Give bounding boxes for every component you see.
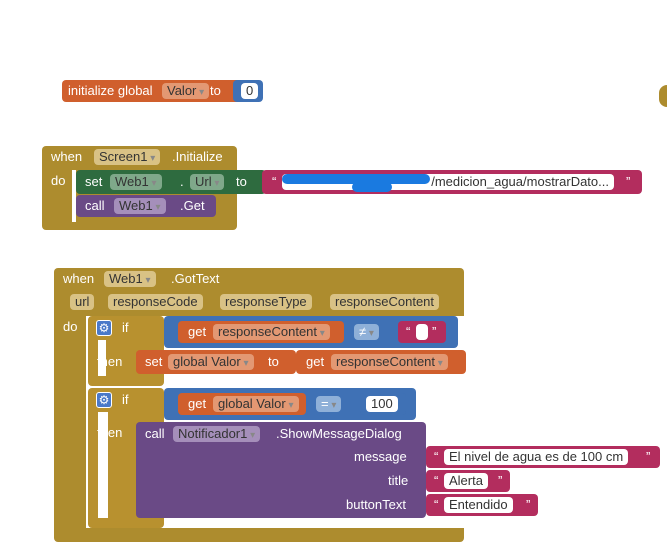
then-slot [98,340,106,376]
do-slot [72,170,76,222]
buttontext-text-field[interactable]: Entendido [444,497,513,513]
quote-close: ” [498,473,503,488]
operator-dropdown[interactable]: = [316,396,342,412]
quote-close: ” [526,497,531,512]
number-block[interactable]: 100 [360,393,406,415]
param-responsetype[interactable]: responseType [220,294,312,310]
set-label: set [85,174,103,189]
redaction-mark [282,174,430,184]
quote-open: “ [406,324,411,339]
quote-open: “ [434,449,439,464]
event-name: .GotText [171,271,220,286]
call-label: call [145,426,165,441]
arg-label-message: message [354,449,407,464]
redaction-mark [352,182,392,192]
show-message-dialog-block[interactable]: call Notificador1 .ShowMessageDialog mes… [136,422,426,518]
quote-close: ” [646,449,651,464]
then-slot [98,412,108,518]
gottext-component-dropdown[interactable]: Web1 [104,271,156,287]
init-to-label: to [210,83,221,98]
title-text-block[interactable]: “ Alerta ” [426,470,510,492]
empty-text-block[interactable]: “ ” [398,321,446,343]
set-to-label: to [268,354,279,369]
get-label: get [188,324,207,339]
event-name: .Initialize [172,149,223,164]
call-component-dropdown[interactable]: Web1 [114,198,166,214]
quote-open: “ [434,497,439,512]
param-responsecode[interactable]: responseCode [108,294,203,310]
when-label: when [51,149,83,164]
set-var-dropdown[interactable]: global Valor [168,354,254,370]
operator-dropdown[interactable]: ≠ [354,324,379,340]
property-dropdown[interactable]: Url [190,174,225,190]
do-label: do [63,319,78,334]
screen-component-dropdown[interactable]: Screen1 [94,149,161,165]
quote-open: “ [272,174,277,189]
arg-label-title: title [388,473,409,488]
get-global-valor-block[interactable]: get global Valor [178,393,306,415]
get-var-dropdown[interactable]: responseContent [213,324,330,340]
buttontext-text-block[interactable]: “ Entendido ” [426,494,538,516]
param-url[interactable]: url [70,294,95,310]
set-global-valor-block[interactable]: set global Valor to [136,350,296,374]
init-label: initialize global [68,83,153,98]
quote-open: “ [434,473,439,488]
set-component-dropdown[interactable]: Web1 [110,174,162,190]
global-name-field[interactable]: Valor [162,83,210,99]
get-label: get [188,396,207,411]
get-responsecontent-block-2[interactable]: get responseContent [296,350,466,374]
compare-block-1[interactable]: get responseContent ≠ “ ” [164,316,458,348]
gear-icon[interactable]: ⚙ [96,320,112,336]
initialize-global-block[interactable]: initialize global Valor to [62,80,242,102]
set-to-label: to [236,174,247,189]
number-value[interactable]: 0 [241,83,259,99]
quote-close: ” [626,174,631,189]
title-text-field[interactable]: Alerta [444,473,488,489]
number-value[interactable]: 100 [366,396,398,412]
get-var-dropdown[interactable]: responseContent [331,354,448,370]
empty-text-field[interactable] [416,324,428,340]
if-label: if [122,320,129,335]
call-web1-get-block[interactable]: call Web1 .Get [76,195,216,217]
method-name: .ShowMessageDialog [276,426,402,441]
get-var-dropdown[interactable]: global Valor [213,396,299,412]
notifier-dropdown[interactable]: Notificador1 [173,426,261,442]
get-label: get [306,354,325,369]
set-web1-url-block[interactable]: set Web1 . Url to [76,170,266,194]
quote-close: ” [432,324,437,339]
get-responsecontent-block[interactable]: get responseContent [178,321,344,343]
message-text-field[interactable]: El nivel de agua es de 100 cm [444,449,629,465]
param-responsecontent[interactable]: responseContent [330,294,440,310]
number-block[interactable]: 0 [233,80,263,102]
do-label: do [51,173,66,188]
set-label: set [145,354,163,369]
dot-label: . [180,174,184,189]
gear-icon[interactable]: ⚙ [96,392,112,408]
when-label: when [63,271,95,286]
message-text-block[interactable]: “ El nivel de agua es de 100 cm ” [426,446,660,468]
call-label: call [85,198,105,213]
arg-label-buttontext: buttonText [346,497,406,512]
offscreen-block[interactable] [659,85,667,107]
if-label: if [122,392,129,407]
method-name: .Get [180,198,205,213]
compare-block-2[interactable]: get global Valor = 100 [164,388,416,420]
